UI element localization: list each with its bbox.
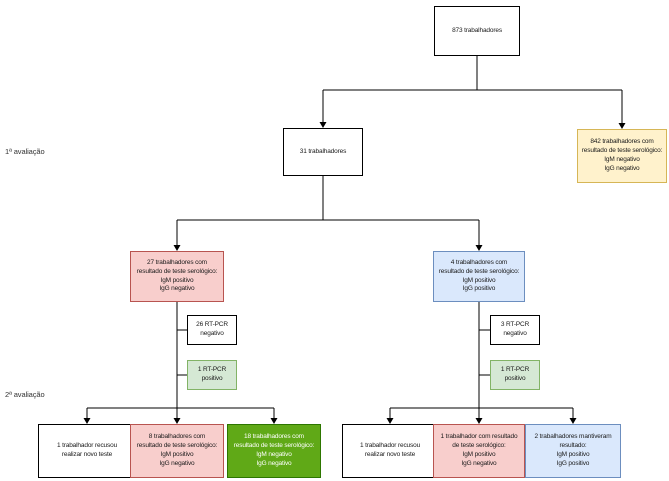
node-followup-workers: 31 trabalhadores: [283, 128, 363, 176]
node-4-igm-positive-igg-positive: 4 trabalhadores com resultado de teste s…: [433, 251, 525, 302]
node-26-rtpcr-negative-text: 26 RT-PCR negativo: [196, 321, 228, 337]
node-1-rtpcr-positive-left-text: 1 RT-PCR positivo: [197, 366, 227, 382]
node-3-rtpcr-negative: 3 RT-PCR negativo: [490, 315, 540, 345]
node-1-rtpcr-positive-right: 1 RT-PCR positivo: [490, 360, 540, 390]
node-left-refused-retest: 1 trabalhador recusou realizar novo test…: [38, 424, 136, 478]
node-followup-workers-text: 31 trabalhadores: [299, 147, 347, 155]
node-1-rtpcr-positive-left: 1 RT-PCR positivo: [187, 360, 237, 390]
node-27-igm-positive-igg-negative: 27 trabalhadores com resultado de teste …: [130, 251, 224, 302]
node-4-igm-positive-igg-positive-text: 4 trabalhadores com resultado de teste s…: [438, 258, 520, 293]
node-2-maintained-result-text: 2 trabalhadores mantiveram resultado: Ig…: [534, 433, 612, 467]
node-1-rtpcr-positive-right-text: 1 RT-PCR positivo: [500, 366, 530, 382]
node-right-refused-retest-text: 1 trabalhador recusou realizar novo test…: [359, 442, 421, 458]
node-1-igm-positive-igg-negative: 1 trabalhador com resultado de teste ser…: [433, 424, 525, 478]
node-8-igm-positive-igg-negative-text: 8 trabalhadores com resultado de teste s…: [136, 433, 218, 467]
node-26-rtpcr-negative: 26 RT-PCR negativo: [187, 315, 237, 345]
node-right-refused-retest: 1 trabalhador recusou realizar novo test…: [342, 424, 438, 478]
connector-path: [86, 56, 623, 418]
node-total-workers-text: 873 trabalhadores: [452, 26, 502, 34]
node-18-igm-negative-igg-negative-text: 18 trabalhadores com resultado de teste …: [233, 433, 315, 467]
node-3-rtpcr-negative-text: 3 RT-PCR negativo: [500, 321, 530, 337]
node-total-workers: 873 trabalhadores: [434, 6, 520, 56]
node-2-maintained-result: 2 trabalhadores mantiveram resultado: Ig…: [525, 424, 621, 478]
node-27-igm-positive-igg-negative-text: 27 trabalhadores com resultado de teste …: [136, 258, 218, 293]
node-18-igm-negative-igg-negative: 18 trabalhadores com resultado de teste …: [227, 424, 321, 478]
node-8-igm-positive-igg-negative: 8 trabalhadores com resultado de teste s…: [130, 424, 224, 478]
label-second-evaluation: 2ª avaliação: [5, 390, 45, 399]
node-842-igm-igg-negative: 842 trabalhadores com resultado de teste…: [577, 129, 667, 183]
label-first-evaluation: 1ª avaliação: [5, 147, 45, 156]
node-842-igm-igg-negative-text: 842 trabalhadores com resultado de teste…: [581, 138, 663, 172]
node-1-igm-positive-igg-negative-text: 1 trabalhador com resultado de teste ser…: [440, 433, 518, 467]
node-left-refused-retest-text: 1 trabalhador recusou realizar novo test…: [56, 442, 118, 458]
